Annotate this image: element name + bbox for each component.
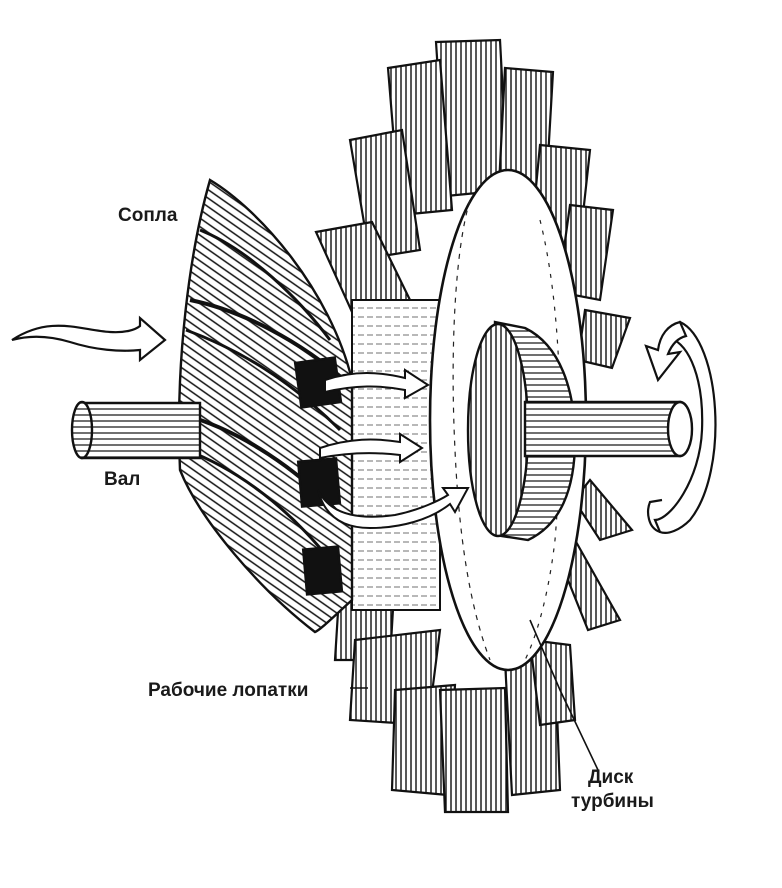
rotor-blades [314, 38, 634, 814]
shaft [70, 400, 694, 460]
nozzle-ring [177, 178, 354, 634]
disk-label-line2: турбины [571, 791, 654, 812]
disk-label-line1: Диск [588, 767, 634, 788]
gas-flow-arrows [317, 368, 470, 530]
nozzles-label: Сопла [118, 205, 178, 226]
label-leaders [350, 619, 599, 771]
rotation-arrow [644, 320, 717, 534]
inlet-flow-arrow [11, 315, 167, 363]
rotor-blades-label: Рабочие лопатки [148, 680, 309, 701]
shaft-label: Вал [104, 469, 141, 490]
